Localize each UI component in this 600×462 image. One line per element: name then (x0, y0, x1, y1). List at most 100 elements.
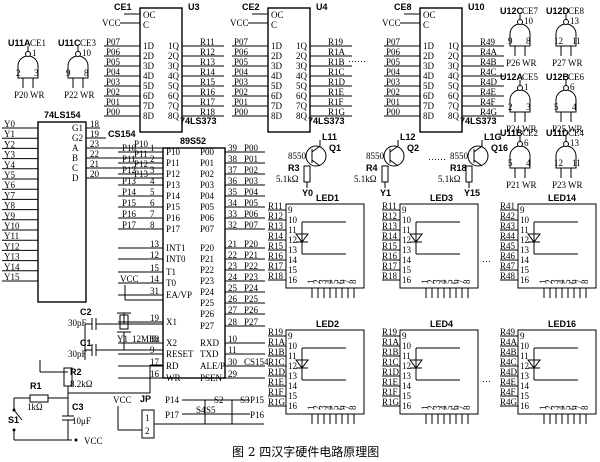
mcu-right-net: P25 (244, 294, 259, 304)
led-pin-num: 2 (426, 280, 436, 285)
latch-body (419, 7, 463, 133)
gate-pin: 4 (572, 102, 577, 112)
gate-ce: CE7 (522, 6, 539, 16)
mcu-pin-name: INT1 (166, 243, 186, 253)
mcu-pin-num: 5 (150, 187, 155, 197)
led-pin-num: 15 (520, 265, 530, 275)
gate-pin: 1 (32, 48, 37, 58)
led-pin-num: 9 (402, 331, 407, 341)
mcu-pin-num: 15 (150, 263, 160, 273)
latch-in-net: P06 (106, 47, 121, 57)
gate-in1: P21 (506, 180, 520, 190)
led-pin-num: 1 (420, 280, 430, 285)
decoder-output: Y11 (4, 231, 19, 241)
mcu-pin-num: 35 (228, 187, 238, 197)
led-row-net: R48 (500, 271, 516, 281)
latch-in-net: P01 (106, 97, 120, 107)
led-pin-num: 5 (562, 279, 572, 284)
led-symbol (409, 359, 423, 369)
led-pin-num: 16 (402, 275, 412, 285)
led-pin-num: 14 (520, 255, 530, 265)
mcu-pin-name: RD (166, 361, 179, 371)
decoder-pin-num: 23 (90, 139, 100, 149)
led-row-net: R4F (500, 387, 516, 397)
gate-in1: P23 (552, 180, 567, 190)
led-pin-num: 15 (520, 391, 530, 401)
decoder-output: Y14 (4, 262, 20, 272)
latch-out-net: R4B (480, 57, 497, 67)
decoder-cs-label: CS154 (108, 129, 136, 139)
led-row-net: R19 (382, 327, 398, 337)
latch-in-net: P02 (234, 87, 248, 97)
transistor-name: Q16 (491, 143, 508, 153)
led-row-net: R1D (382, 367, 400, 377)
wire (389, 159, 399, 167)
decoder-output: Y0 (4, 119, 15, 129)
latch-vcc-label: VCC (382, 18, 401, 28)
gate-in2: WR (522, 180, 537, 190)
led-pin-num: 11 (288, 225, 297, 235)
led-row-net: R42 (500, 211, 515, 221)
led-matrix-led4: LED49R19110R1A211R1B312R1C413R1D514R1E61… (382, 319, 479, 424)
mcu-pin-name: P04 (200, 191, 215, 201)
pin-d: 6D (271, 91, 283, 101)
decoder-pin-num: 18 (90, 119, 100, 129)
pin-q: 7Q (296, 101, 308, 111)
led-pin-num: 12 (288, 361, 297, 371)
led-frame (399, 329, 479, 415)
led-pin-num: 14 (288, 381, 298, 391)
led-pin-num: 1 (420, 406, 430, 411)
mcu-pin-num: 26 (228, 294, 238, 304)
led-row-net: R44 (500, 231, 516, 241)
led-row-net: R17 (382, 261, 398, 271)
decoder-output: Y2 (4, 139, 15, 149)
led-pin-num: 11 (520, 225, 529, 235)
gate-bubble (563, 85, 569, 91)
mcu-left-net: P14 (122, 187, 137, 197)
led-matrix-led3: LED39R11110R12211R13312R14413R15514R1661… (382, 193, 479, 298)
led-pin-num: 14 (402, 381, 412, 391)
gate-ce: CE3 (80, 38, 97, 48)
c1-label: C1 (80, 338, 92, 348)
decoder-output: Y5 (4, 170, 15, 180)
pin-oc: OC (143, 10, 156, 20)
pin-q: 8Q (296, 111, 308, 121)
r1-label: R1 (30, 381, 42, 391)
pin-d: 4D (271, 71, 283, 81)
gate-in1: P27 (552, 58, 567, 68)
led-row-net: R43 (500, 221, 516, 231)
decoder-input: C (72, 163, 78, 173)
mcu-pin-num: 24 (228, 272, 238, 282)
decoder-pin-num: 22 (90, 149, 99, 159)
led-row-net: R12 (382, 211, 397, 221)
led-row-net: R11 (382, 201, 397, 211)
latch-type: 74LS373 (460, 116, 497, 126)
c3-value: 10μF (72, 416, 91, 426)
mcu-right-net: CS154 (244, 357, 269, 367)
latch-out-net: R1F (328, 97, 344, 107)
led-pin-num: 10 (288, 341, 298, 351)
led-matrix-led1: LED19R11110R12211R13312R14413R15514R1661… (268, 193, 365, 298)
led-symbol (409, 233, 423, 243)
mcu-pin-name: P00 (200, 147, 215, 157)
resistor-value: 5.1kΩ (438, 174, 461, 184)
pin-d: 7D (143, 101, 155, 111)
led-row-net: R45 (500, 241, 516, 251)
mcu-left-net: P13 (122, 176, 137, 186)
decoder-input: A (72, 143, 79, 153)
resistor-value: 5.1kΩ (276, 174, 299, 184)
gate-name: U11C (58, 38, 81, 48)
pin-d: 8D (423, 111, 435, 121)
gate-in1: P25 (552, 124, 567, 134)
led-row-net: R1C (268, 357, 285, 367)
latch-out-net: R1A (328, 47, 346, 57)
led-row-net: R11 (268, 201, 283, 211)
mcu-left-net: P12 (122, 165, 136, 175)
pin-q: 6Q (296, 91, 308, 101)
wire (311, 145, 321, 153)
